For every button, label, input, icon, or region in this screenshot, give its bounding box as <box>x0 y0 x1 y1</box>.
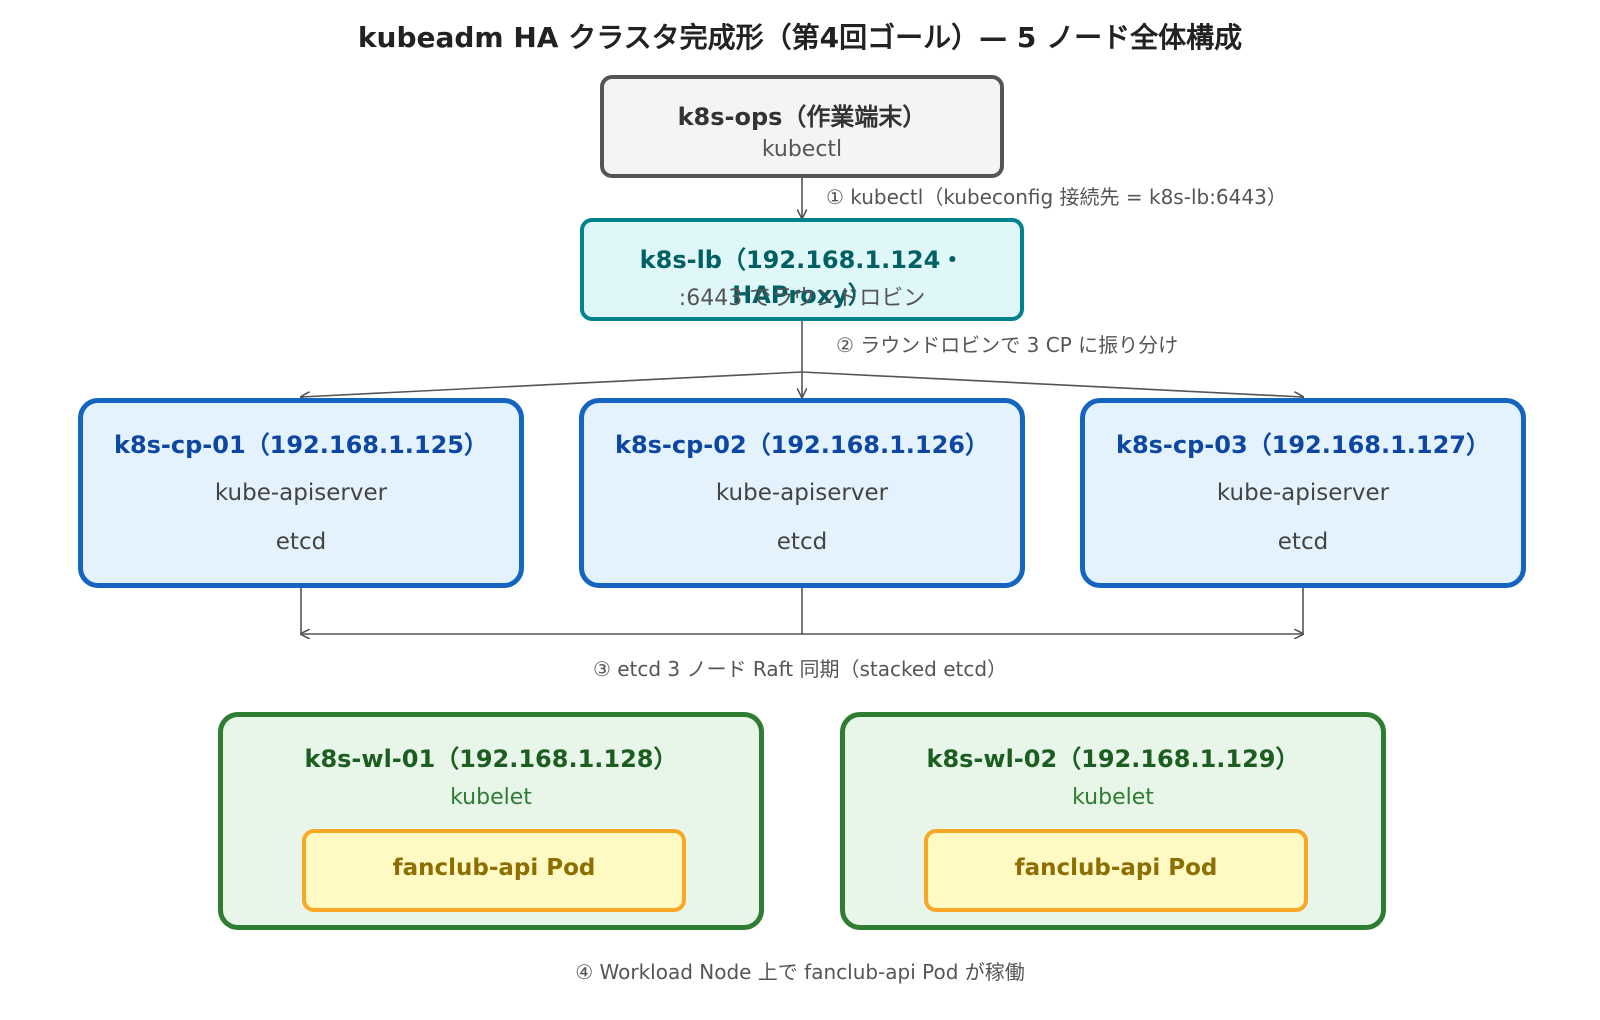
node-title: k8s-cp-02（192.168.1.126） <box>614 431 989 459</box>
node-k8s-wl-01: k8s-wl-01（192.168.1.128） kubelet fanclub… <box>218 712 764 930</box>
node-k8s-lb: k8s-lb（192.168.1.124・HAProxy） :6443 でラウン… <box>580 218 1024 321</box>
service-etcd: etcd <box>776 529 828 555</box>
service-etcd: etcd <box>275 529 327 555</box>
service-kubelet: kubelet <box>450 785 532 810</box>
step1-label: ① kubectl（kubeconfig 接続先 = k8s-lb:6443） <box>826 185 1287 209</box>
node-k8s-cp-01: k8s-cp-01（192.168.1.125） kube-apiserver … <box>78 398 524 588</box>
node-title: k8s-cp-03（192.168.1.127） <box>1115 431 1490 459</box>
arrow-lb-to-cp01 <box>301 371 803 397</box>
pod-fanclub-api: fanclub-api Pod <box>924 829 1308 912</box>
node-subtitle: kubectl <box>761 137 843 162</box>
node-title: k8s-lb（192.168.1.124・HAProxy） <box>639 246 965 309</box>
node-title: k8s-cp-01（192.168.1.125） <box>113 431 488 459</box>
service-kube-apiserver: kube-apiserver <box>1216 480 1390 506</box>
service-kube-apiserver: kube-apiserver <box>214 480 388 506</box>
pod-label: fanclub-api Pod <box>392 855 596 881</box>
service-kube-apiserver: kube-apiserver <box>715 480 889 506</box>
node-k8s-cp-02: k8s-cp-02（192.168.1.126） kube-apiserver … <box>579 398 1025 588</box>
arrow-lb-to-cp03 <box>801 371 1303 397</box>
diagram-title: kubeadm HA クラスタ完成形（第4回ゴール）— 5 ノード全体構成 <box>357 21 1243 54</box>
step3-label: ③ etcd 3 ノード Raft 同期（stacked etcd） <box>592 657 1008 681</box>
node-subtitle: :6443 でラウンドロビン <box>678 286 926 311</box>
node-title: k8s-ops（作業端末） <box>677 103 927 131</box>
pod-fanclub-api: fanclub-api Pod <box>302 829 686 912</box>
step2-label: ② ラウンドロビンで 3 CP に振り分け <box>836 333 1179 357</box>
node-k8s-cp-03: k8s-cp-03（192.168.1.127） kube-apiserver … <box>1080 398 1526 588</box>
node-title: k8s-wl-01（192.168.1.128） <box>304 745 678 773</box>
step4-label: ④ Workload Node 上で fanclub-api Pod が稼働 <box>575 960 1025 984</box>
service-etcd: etcd <box>1277 529 1329 555</box>
node-k8s-wl-02: k8s-wl-02（192.168.1.129） kubelet fanclub… <box>840 712 1386 930</box>
node-k8s-ops: k8s-ops（作業端末） kubectl <box>600 75 1004 178</box>
service-kubelet: kubelet <box>1072 785 1154 810</box>
node-title: k8s-wl-02（192.168.1.129） <box>926 745 1300 773</box>
pod-label: fanclub-api Pod <box>1014 855 1218 881</box>
